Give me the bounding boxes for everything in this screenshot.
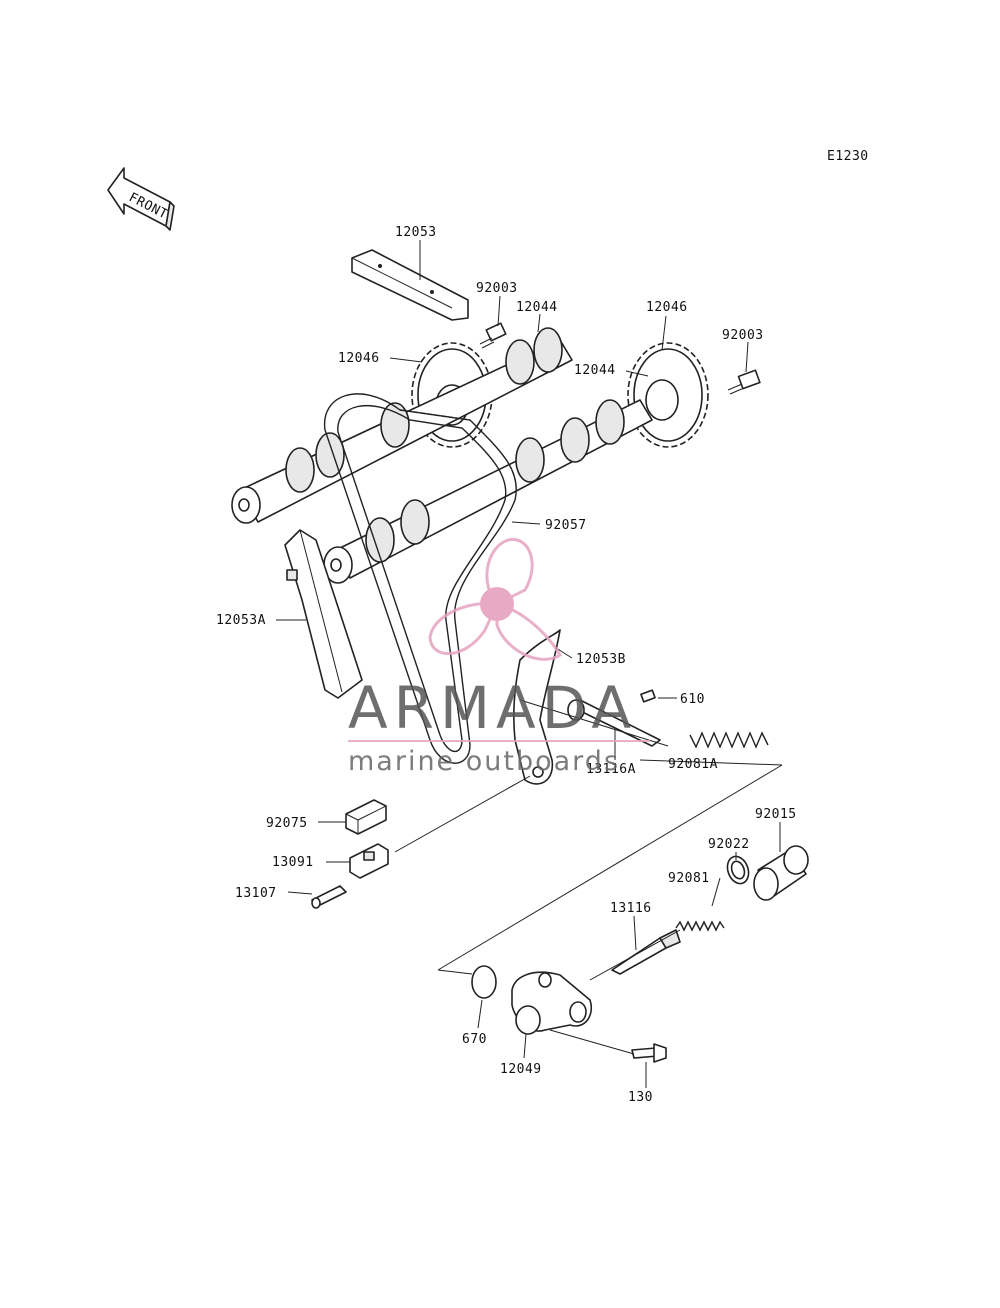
part-label-92003: 92003 xyxy=(476,281,518,296)
part-label-130: 130 xyxy=(628,1090,653,1105)
front-arrow-icon: FRONT xyxy=(107,167,175,231)
chain-guide-12053A xyxy=(284,529,363,699)
part-label-12053A: 12053A xyxy=(216,613,266,628)
part-label-12046: 12046 xyxy=(646,300,688,315)
watermark-brand: ARMADA xyxy=(348,674,637,742)
part-label-13091: 13091 xyxy=(272,855,314,870)
part-label-92022: 92022 xyxy=(708,837,750,852)
part-label-610: 610 xyxy=(680,692,705,707)
washer-92022 xyxy=(726,855,750,885)
block-92075 xyxy=(345,799,387,835)
part-label-92003: 92003 xyxy=(722,328,764,343)
part-label-92075: 92075 xyxy=(266,816,308,831)
plunger-13116 xyxy=(611,929,681,975)
cam-sprocket-right xyxy=(627,342,709,448)
part-label-12053: 12053 xyxy=(395,225,437,240)
part-label-12053B: 12053B xyxy=(576,652,626,667)
bolt-130 xyxy=(631,1043,667,1063)
o-ring-670 xyxy=(471,965,497,999)
watermark-tagline: marine outboards xyxy=(348,746,620,777)
bolt-92003-right xyxy=(727,369,761,395)
cap-92015 xyxy=(753,845,809,901)
leader-lines xyxy=(276,240,783,1088)
part-label-92057: 92057 xyxy=(545,518,587,533)
part-label-92081: 92081 xyxy=(668,871,710,886)
pin-13107 xyxy=(311,885,347,909)
diagram-code: E1230 xyxy=(827,149,869,164)
part-label-12044: 12044 xyxy=(516,300,558,315)
camshaft-lower xyxy=(323,399,653,584)
chain-guide-top xyxy=(351,249,469,321)
holder-13091 xyxy=(349,843,389,879)
part-label-12044: 12044 xyxy=(574,363,616,378)
camshaft-upper xyxy=(231,327,573,524)
tensioner-body-12049 xyxy=(511,971,592,1035)
watermark: ARMADA marine outboards xyxy=(348,538,650,777)
propeller-logo-icon xyxy=(428,538,563,661)
pin-610 xyxy=(640,689,656,703)
bolt-92003-left xyxy=(479,322,507,349)
part-label-13107: 13107 xyxy=(235,886,277,901)
part-label-13116A: 13116A xyxy=(586,762,636,777)
part-label-92015: 92015 xyxy=(755,807,797,822)
part-label-670: 670 xyxy=(462,1032,487,1047)
tensioner-rod-13116A xyxy=(567,699,661,747)
part-label-13116: 13116 xyxy=(610,901,652,916)
part-label-92081A: 92081A xyxy=(668,757,718,772)
spring-92081 xyxy=(675,920,725,932)
part-label-12046: 12046 xyxy=(338,351,380,366)
spring-92081A xyxy=(689,731,769,749)
part-labels: 12053 92003 12044 12046 12046 12044 9200… xyxy=(216,225,797,1105)
part-label-12049: 12049 xyxy=(500,1062,542,1077)
